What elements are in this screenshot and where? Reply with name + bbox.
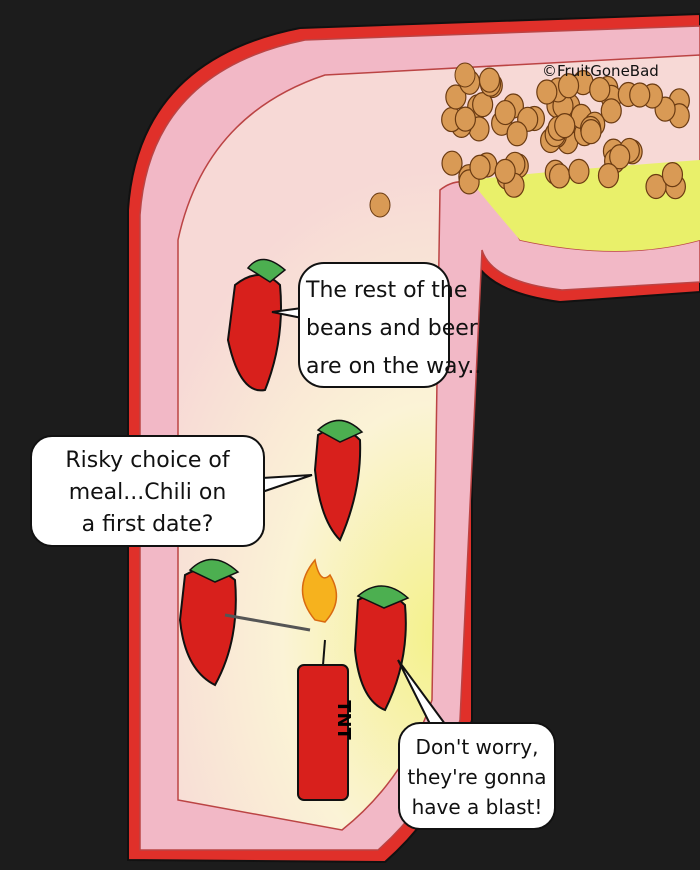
speech-bubble-top: The rest of the beans and beer are on th… [298,262,482,388]
credit-watermark: ©FruitGoneBad [542,62,659,80]
bubble-line: Don't worry, [415,735,539,759]
bean [600,98,622,124]
bubble-line: have a blast! [411,795,543,819]
bean [472,92,494,118]
bean [661,162,684,188]
bubble-line: they're gonna [407,765,547,789]
bean [589,76,611,103]
yellow-fluid [470,160,700,251]
bubble-line: meal...Chili on [68,480,227,505]
bean [369,192,391,218]
bubble-line: are on the way.. [306,354,482,379]
bubble-line: The rest of the [306,278,468,303]
tnt-label: TNT [333,700,354,740]
flame [301,558,338,623]
bean [454,106,476,132]
bean [494,99,516,126]
bean [441,150,463,176]
bean [506,121,528,147]
chili-left [178,558,311,687]
bean [445,84,467,110]
bean [629,82,651,108]
bubble-line: Risky choice of [65,448,230,473]
bean [548,163,571,189]
chili-top [226,258,287,392]
bean [536,79,558,105]
bean [557,73,580,99]
bean [478,67,501,93]
bean [454,62,476,88]
chili-right [353,585,410,712]
bean [568,158,590,184]
bubble-tail-bottom [397,659,446,725]
dynamite: TNT [297,639,354,801]
bean [469,154,491,180]
bubble-tail-top [271,307,303,319]
bean-cluster [369,62,690,218]
speech-bubble-middle: Risky choice of meal...Chili on a first … [30,435,265,547]
bubble-tail-middle [261,474,313,493]
bean [580,118,602,145]
chili-middle [313,419,364,542]
bubble-line: beans and beer [306,316,478,341]
bean [494,158,516,184]
bean [609,144,631,170]
bean [597,163,620,189]
speech-bubble-bottom: Don't worry, they're gonna have a blast! [398,722,556,830]
bubble-line: a first date? [81,512,214,537]
bean [554,113,576,139]
bean [645,173,667,200]
